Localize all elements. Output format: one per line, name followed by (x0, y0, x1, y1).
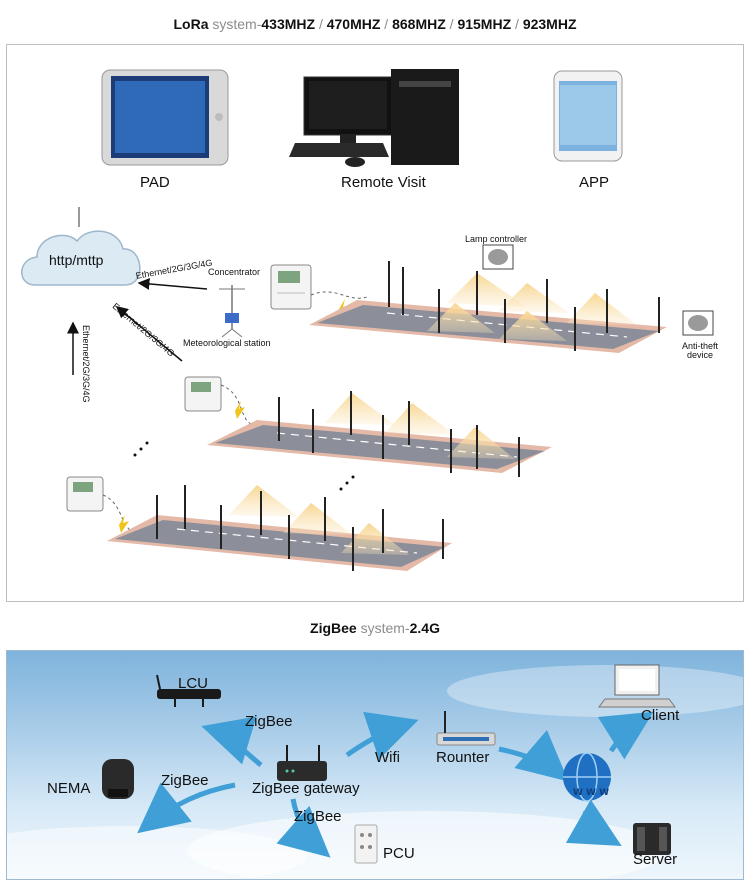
link-label-c: Ethernet/2G/3G/4G (81, 325, 91, 403)
server-label: Server (633, 851, 678, 868)
ellipsis-dots (133, 441, 355, 491)
link-arrow-concentrator (137, 277, 208, 290)
zigbee-title-freq: 2.4G (409, 620, 440, 636)
arrow-gateway-to-nema (137, 782, 236, 834)
router-icon (436, 711, 496, 746)
arrow-gateway-to-pcu (276, 798, 331, 858)
pcu-device-icon (354, 824, 378, 864)
lora-diagram-panel: PAD Remote Visit APP http/mttp Ethernet/… (6, 44, 744, 602)
zigbee-link-label-2: ZigBee (161, 772, 209, 789)
lora-title-name: LoRa (173, 16, 209, 32)
lora-heading: LoRa system-433MHZ / 470MHZ / 868MHZ / 9… (0, 16, 750, 32)
arrow-router-to-internet (498, 729, 569, 782)
arrow-gateway-to-lcu (201, 716, 263, 767)
internet-globe-icon: W W W (563, 752, 611, 802)
arrow-internet-to-server (565, 799, 622, 846)
zigbee-link-label-3: ZigBee (294, 808, 342, 825)
lamp-controller-icon (482, 244, 514, 270)
svg-text:W W W: W W W (573, 788, 609, 798)
desktop-computer-icon (289, 69, 459, 167)
lcu-label: LCU (178, 675, 209, 692)
concentrator-device-icon (270, 264, 312, 310)
wifi-label: Wifi (375, 749, 400, 766)
frequency-value: 433MHZ (261, 16, 316, 32)
street-road-3 (66, 476, 452, 571)
arrow-internet-to-client (597, 711, 654, 760)
link-arrow-group-2 (115, 306, 183, 362)
zigbee-title-sep: system- (360, 620, 410, 636)
nema-device-icon (102, 759, 134, 799)
pad-label: PAD (140, 174, 170, 191)
lcu-device-icon (156, 674, 221, 707)
frequency-value: 470MHZ (326, 16, 381, 32)
lora-diagram-graphics (21, 69, 714, 571)
app-label: APP (579, 174, 610, 191)
frequency-separator: / (380, 16, 393, 32)
street-road-1 (309, 261, 667, 353)
frequency-value: 915MHZ (457, 16, 512, 32)
nema-label: NEMA (47, 780, 91, 797)
cloud-icon (21, 207, 141, 286)
zigbee-diagram-panel: W W W LCU NEMA ZigBee ZigBee ZigBee gate… (6, 650, 744, 880)
client-computer-icon (598, 664, 676, 708)
frequency-separator: / (511, 16, 523, 32)
weather-station-icon (219, 285, 245, 338)
zigbee-title-name: ZigBee (310, 620, 357, 636)
zigbee-heading: ZigBee system-2.4G (0, 620, 750, 636)
frequency-list: 433MHZ / 470MHZ / 868MHZ / 915MHZ / 923M… (261, 16, 576, 32)
cloud-label: http/mttp (49, 252, 104, 268)
zigbee-gateway-icon (277, 745, 327, 781)
zigbee-diagram-graphics: W W W (7, 664, 743, 879)
zigbee-gateway-label: ZigBee gateway (252, 780, 360, 797)
lora-title-sep: system- (212, 16, 262, 32)
frequency-value: 868MHZ (392, 16, 446, 32)
server-icon (633, 823, 671, 855)
concentrator-label: Concentrator (208, 267, 261, 277)
client-label: Client (641, 707, 680, 724)
street-road-2 (184, 376, 552, 477)
anti-theft-device-icon (682, 310, 714, 336)
frequency-value: 923MHZ (522, 16, 577, 32)
pcu-label: PCU (383, 845, 415, 862)
lamp-controller-label: Lamp controller (465, 234, 528, 244)
frequency-separator: / (445, 16, 458, 32)
anti-theft-label: Anti-theft device (681, 341, 719, 360)
arrow-gateway-to-router (345, 711, 419, 760)
meteorological-station-label: Meteorological station (183, 338, 271, 348)
remote-visit-label: Remote Visit (341, 174, 426, 191)
router-label: Rounter (436, 749, 490, 766)
zigbee-link-label-1: ZigBee (245, 713, 293, 730)
tablet-icon (101, 69, 229, 166)
smartphone-icon (553, 70, 623, 162)
frequency-separator: / (315, 16, 327, 32)
